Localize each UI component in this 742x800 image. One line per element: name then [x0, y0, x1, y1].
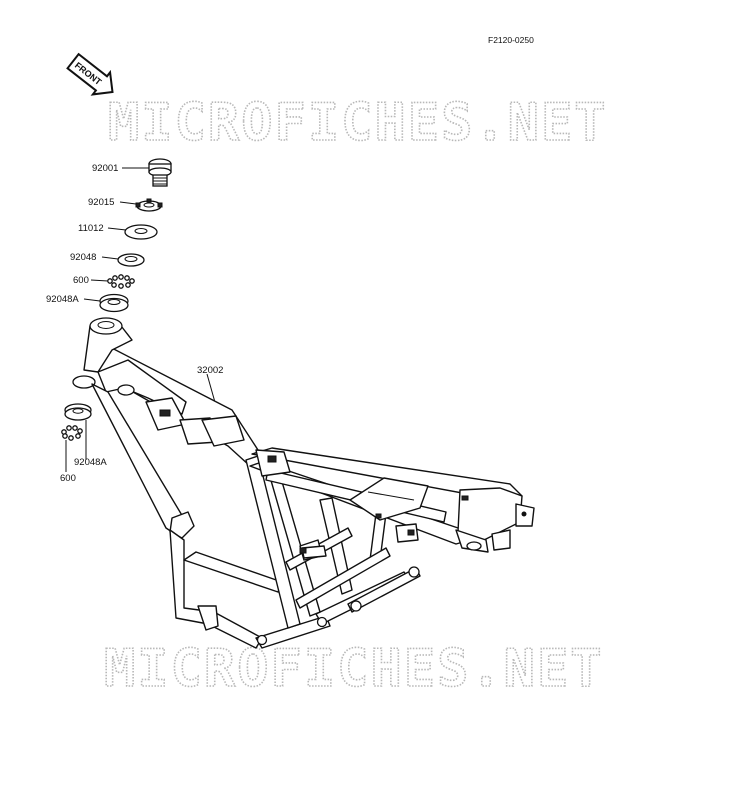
- watermark-bottom: MICROFICHES.NET: [104, 639, 604, 699]
- part-92048A-race-upper: [99, 293, 129, 313]
- callout-32002: 32002: [197, 365, 223, 376]
- part-92015-locknut: [135, 198, 163, 212]
- part-92048A-race-lower: [64, 403, 92, 421]
- part-92001-stem-nut: [148, 158, 172, 187]
- part-600-balls-lower: [61, 425, 83, 441]
- callout-92048A-lower: 92048A: [74, 457, 107, 468]
- callout-600-lower: 600: [60, 473, 76, 484]
- watermark-top: MICROFICHES.NET: [108, 93, 608, 153]
- part-600-balls-upper: [107, 274, 135, 289]
- callout-92048A-upper: 92048A: [46, 294, 79, 305]
- callout-92048: 92048: [70, 252, 96, 263]
- frame-32002: [72, 317, 535, 649]
- part-11012-cap: [124, 224, 158, 240]
- diagram-code: F2120-0250: [488, 35, 534, 45]
- callout-92015: 92015: [88, 197, 114, 208]
- callout-92001: 92001: [92, 163, 118, 174]
- callout-600-upper: 600: [73, 275, 89, 286]
- part-92048-race: [117, 253, 145, 267]
- callout-11012: 11012: [78, 223, 104, 234]
